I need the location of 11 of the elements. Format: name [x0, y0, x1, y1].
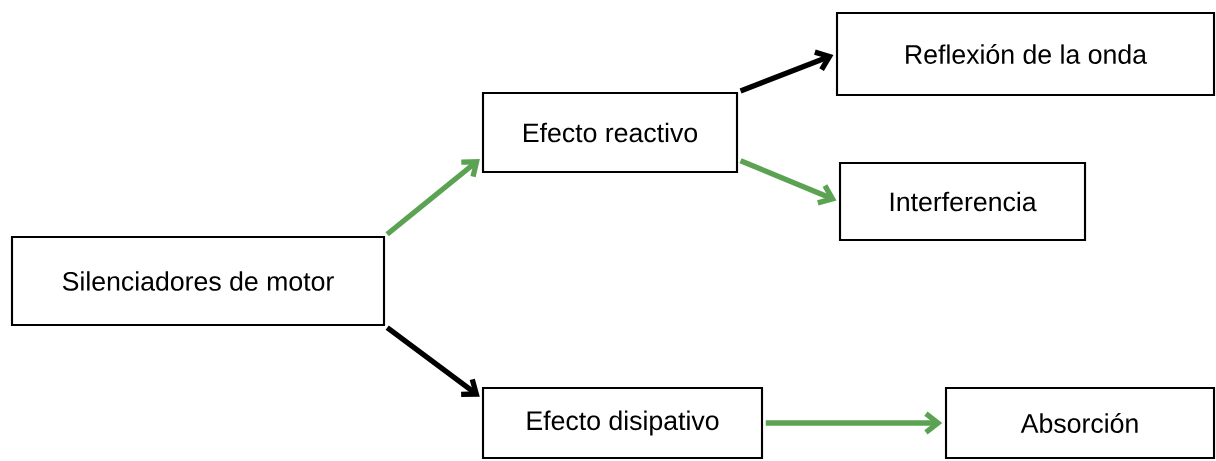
- arrow: [765, 411, 943, 435]
- process-box: Silenciadores de motor: [10, 235, 386, 327]
- process-box: Interferencia: [838, 161, 1087, 242]
- process-box: Absorción: [944, 386, 1216, 460]
- process-box: Reflexión de la onda: [835, 11, 1216, 97]
- arrow: [385, 159, 480, 237]
- arrow: [385, 325, 480, 397]
- arrow: [739, 49, 834, 94]
- arrow: [739, 158, 837, 206]
- process-box: Efecto disipativo: [481, 386, 764, 460]
- process-box: Efecto reactivo: [481, 91, 739, 174]
